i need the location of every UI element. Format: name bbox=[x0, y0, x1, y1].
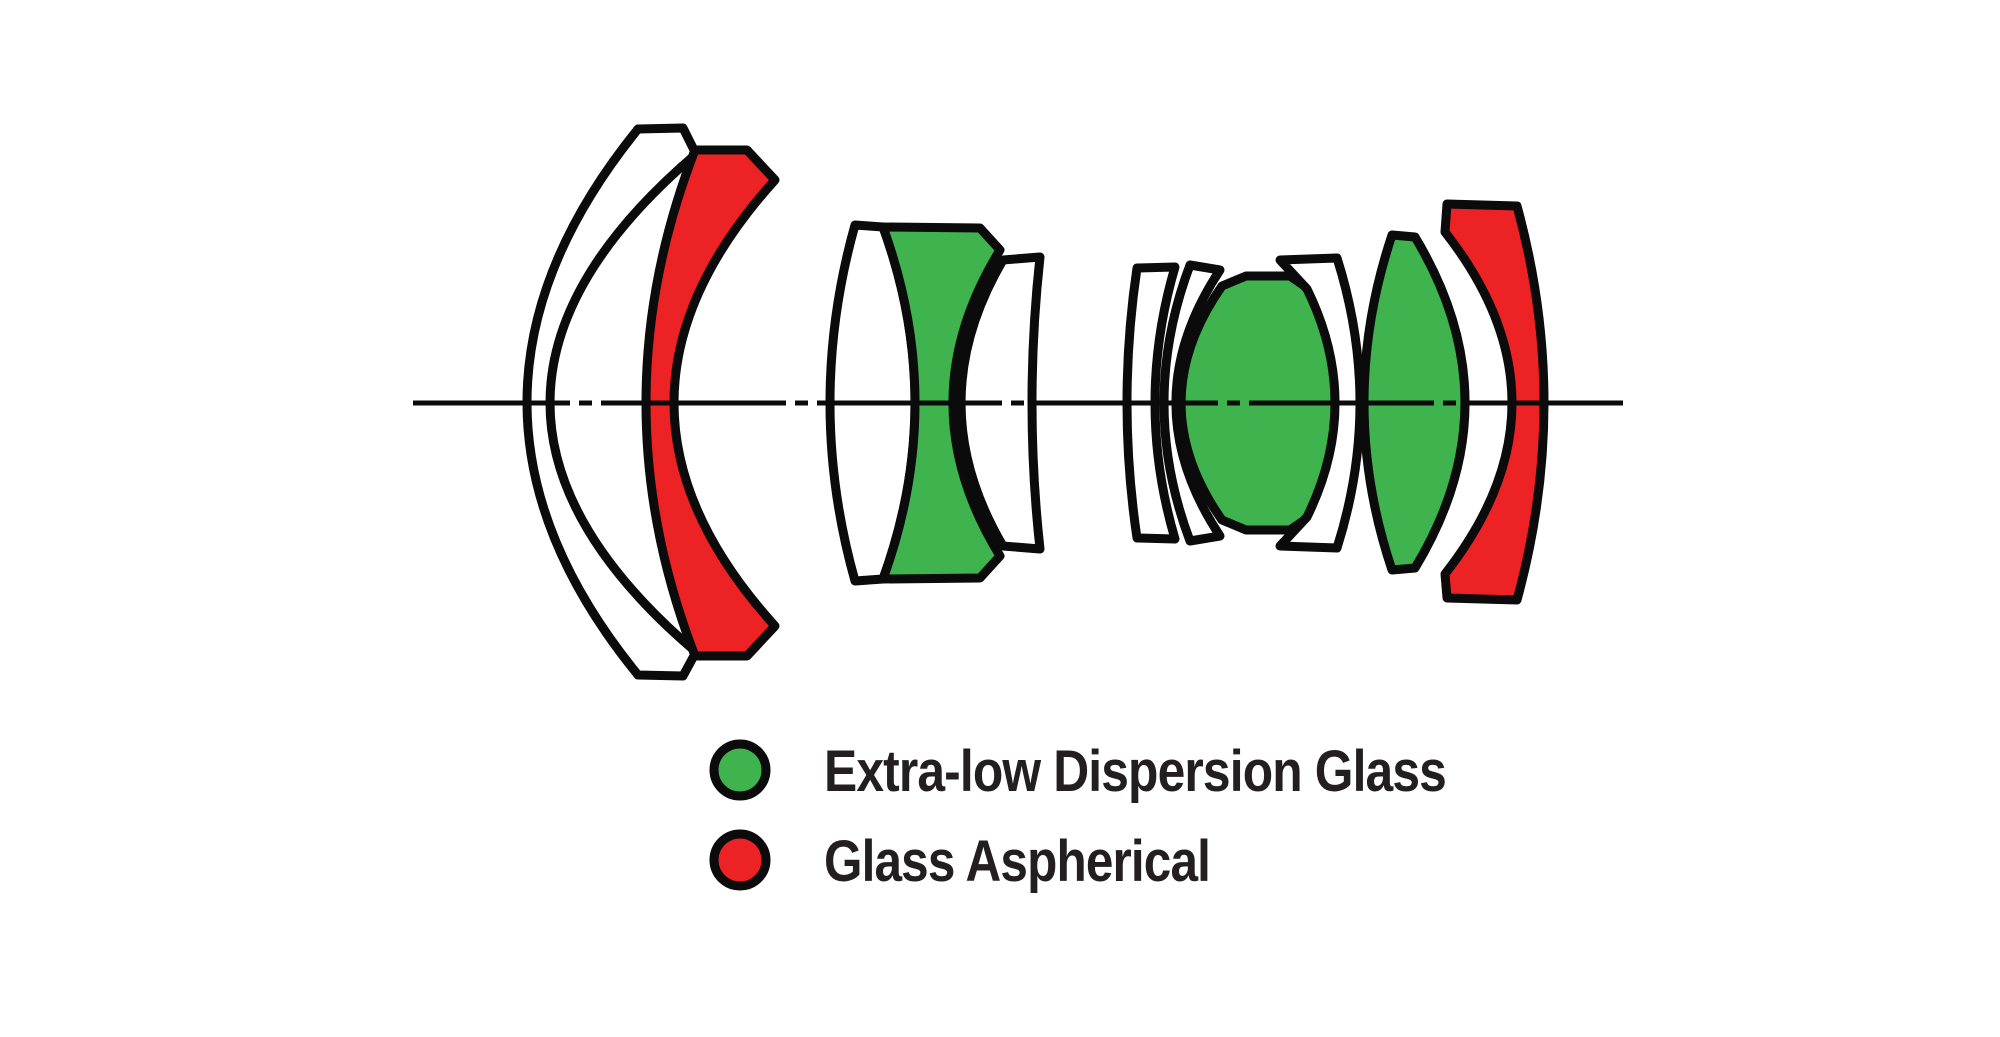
aspherical-swatch-icon bbox=[709, 829, 771, 891]
lens-element-11-aspherical bbox=[1440, 199, 1549, 605]
legend-item-ed-glass: Extra-low Dispersion Glass bbox=[709, 739, 1447, 804]
lens-element-7-thin-meniscus bbox=[1159, 260, 1225, 546]
lens-elements-group bbox=[522, 123, 1549, 681]
lens-element-2-aspherical bbox=[641, 145, 780, 661]
legend: Extra-low Dispersion Glass Glass Aspheri… bbox=[709, 739, 1447, 894]
legend-label-aspherical: Glass Aspherical bbox=[824, 829, 1210, 894]
legend-label-ed-glass: Extra-low Dispersion Glass bbox=[824, 739, 1446, 804]
ed-glass-swatch-icon bbox=[709, 739, 771, 801]
legend-item-aspherical: Glass Aspherical bbox=[709, 829, 1211, 894]
lens-element-9-cemented-meniscus bbox=[1275, 253, 1365, 553]
